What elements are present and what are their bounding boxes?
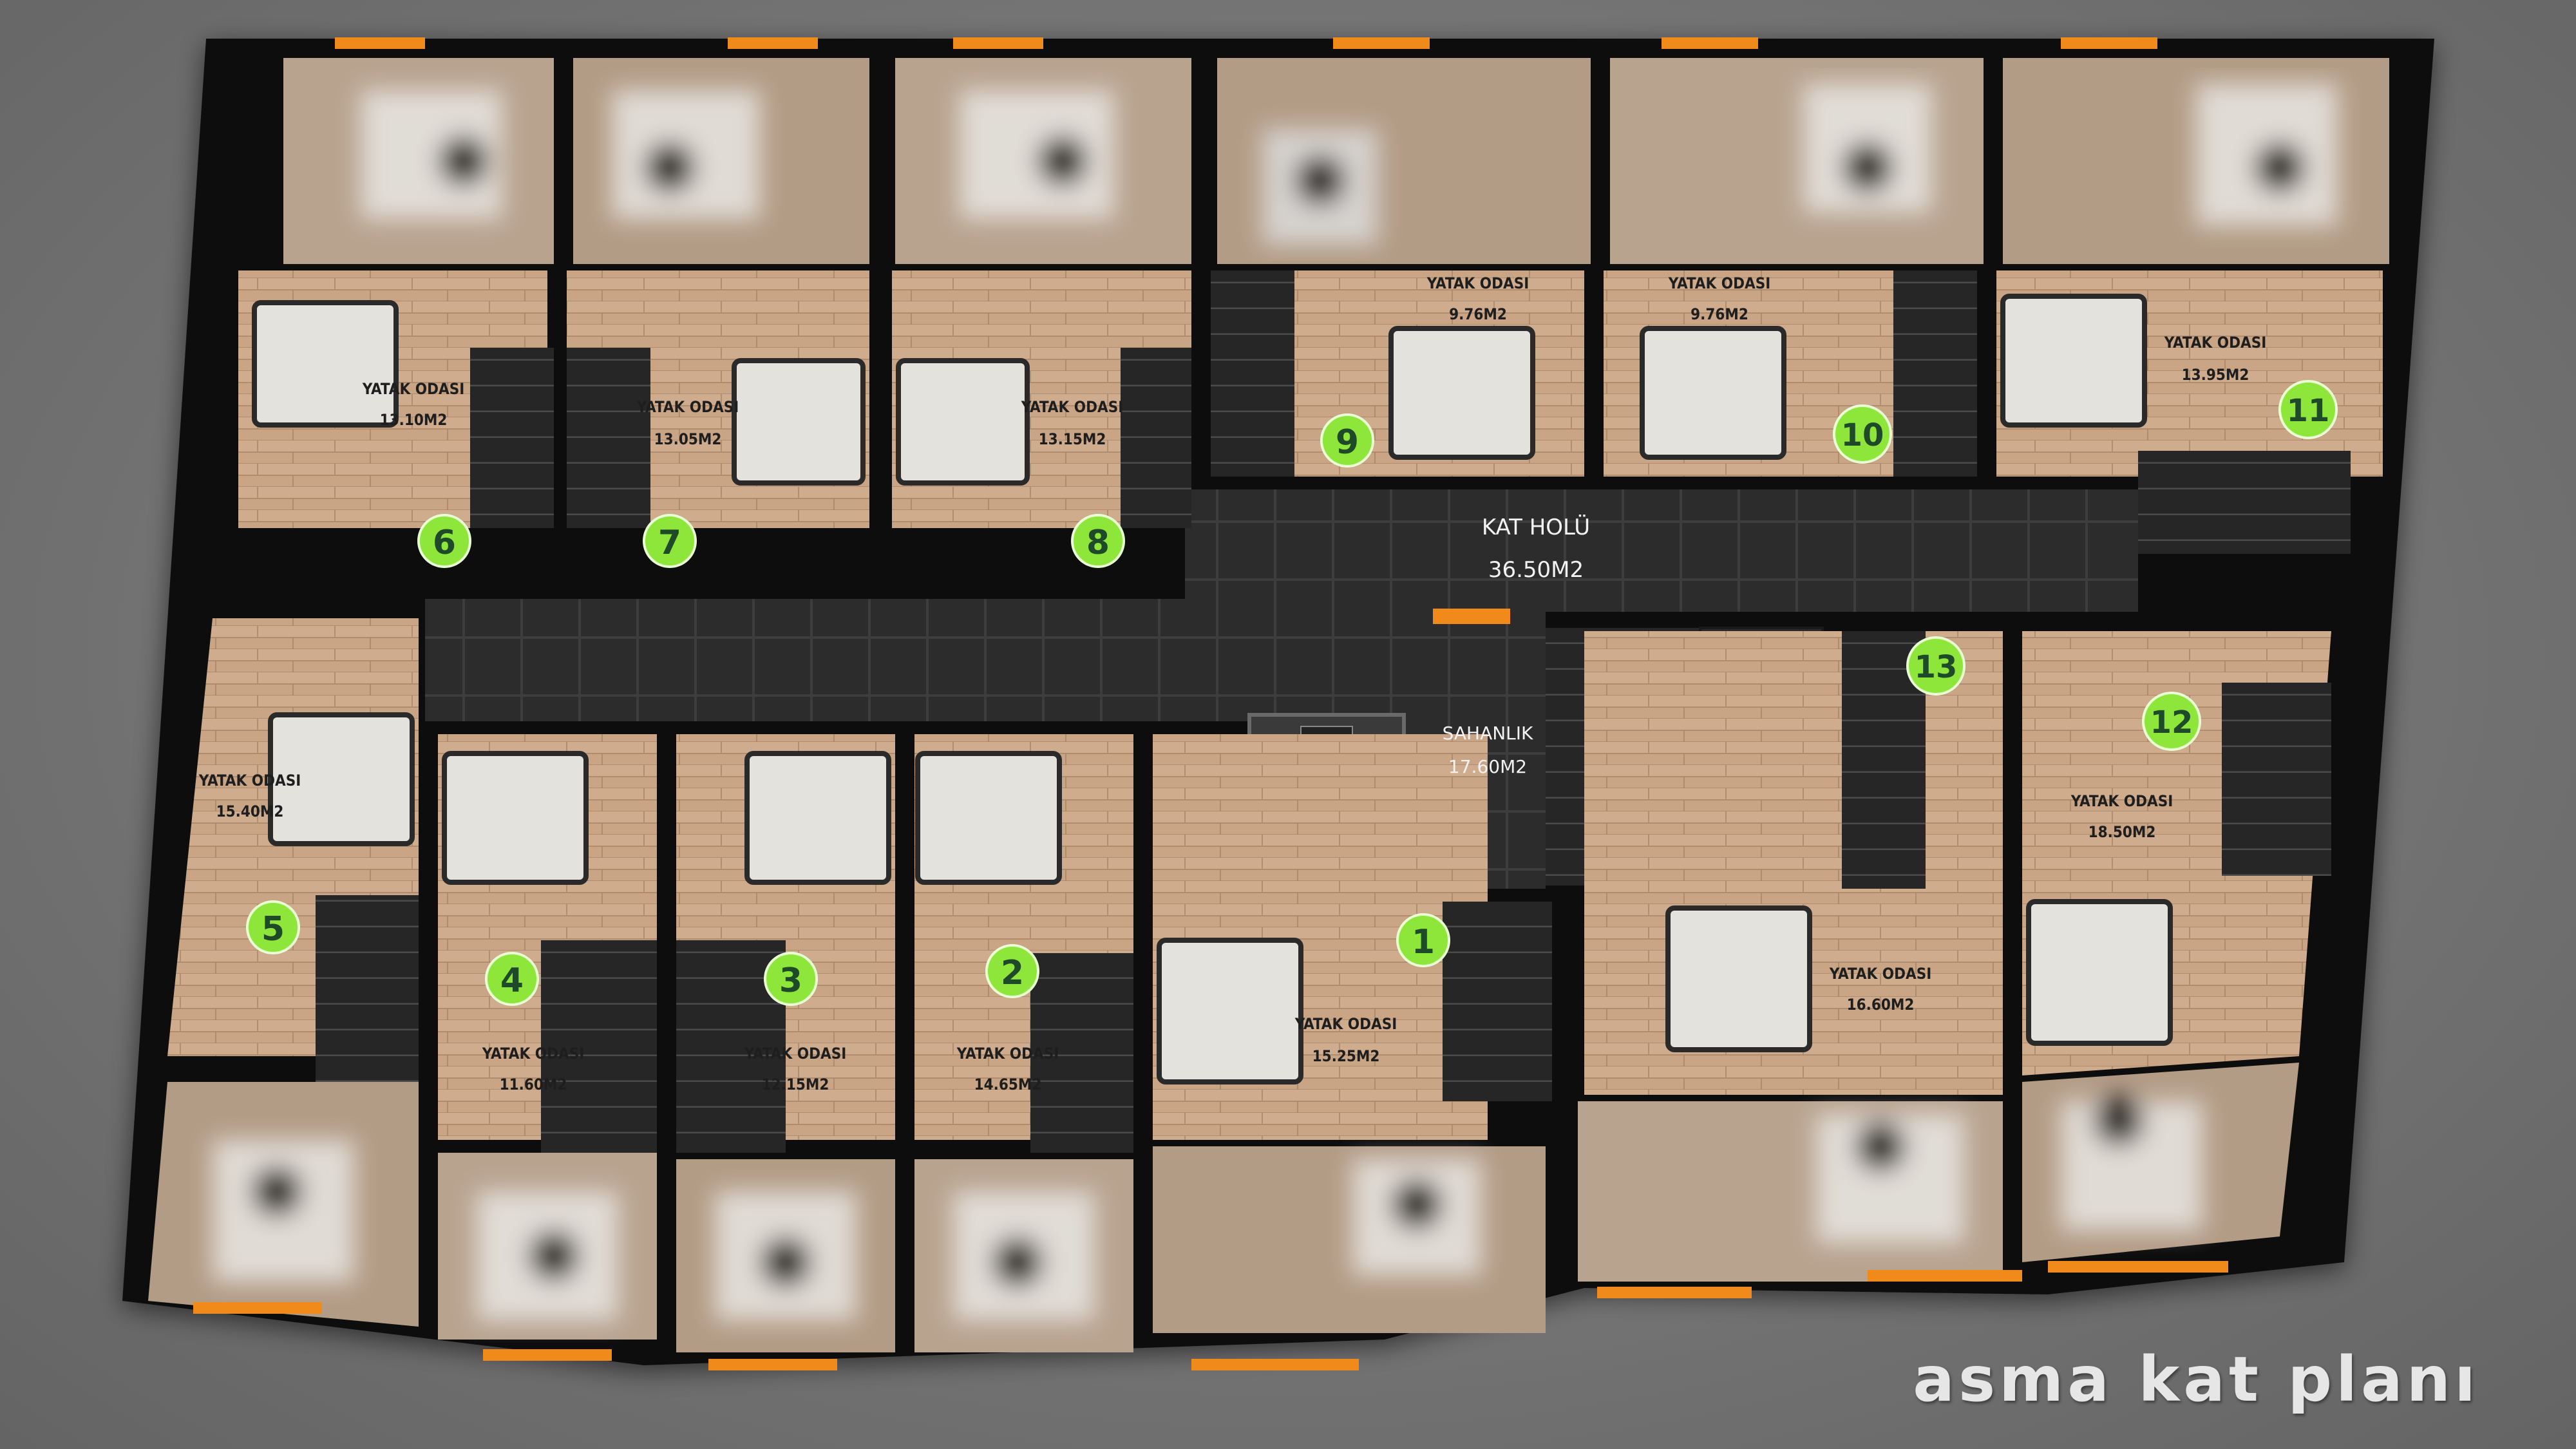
badge-4: 4: [485, 952, 539, 1006]
bed: [915, 751, 1062, 885]
landing-name: SAHANLIK: [1443, 723, 1533, 744]
bed: [442, 751, 589, 885]
beds: [252, 294, 2173, 1084]
bed: [1388, 326, 1535, 460]
room-7-name: YATAK ODASI: [636, 398, 739, 416]
room-13-side-area: 16.60M2: [1847, 996, 1915, 1014]
svg-text:6: 6: [433, 524, 456, 562]
room-4-area: 11.60M2: [500, 1075, 567, 1094]
badge-5: 5: [246, 900, 300, 954]
room-3-area: 12.15M2: [762, 1075, 829, 1094]
hall-name: KAT HOLÜ: [1482, 514, 1590, 540]
badge-12: 12: [2142, 692, 2201, 751]
svg-text:8: 8: [1086, 524, 1110, 562]
bed: [732, 358, 866, 486]
bed: [896, 358, 1030, 486]
room-12-name: YATAK ODASI: [2070, 792, 2174, 810]
landing-window: [1433, 609, 1510, 624]
svg-text:1: 1: [1412, 923, 1435, 961]
room-5-name: YATAK ODASI: [198, 772, 301, 790]
hall-corridor-top: [1185, 489, 2138, 612]
room-6-name: YATAK ODASI: [362, 380, 465, 398]
room-13-side-name: YATAK ODASI: [1829, 965, 1932, 983]
bed: [1157, 938, 1303, 1084]
windows: [193, 37, 2228, 1370]
bed: [2026, 899, 2173, 1046]
room-11-name: YATAK ODASI: [2164, 334, 2267, 352]
svg-text:11: 11: [2287, 393, 2330, 429]
badge-8: 8: [1071, 514, 1125, 568]
private-stairs: [316, 270, 2351, 1153]
room-labels: YATAK ODASI 13.10M2 YATAK ODASI 13.05M2 …: [198, 274, 2267, 1094]
room-8-name: YATAK ODASI: [1021, 398, 1124, 416]
badge-3: 3: [764, 952, 818, 1006]
badge-13: 13: [1906, 636, 1965, 696]
room-number-badges: 1 2 3 4 5 6 7 8 9 10 11 12 13: [246, 380, 2338, 1006]
hall-corridor-mid: [425, 599, 1417, 721]
bed: [744, 751, 891, 885]
bed: [1665, 905, 1812, 1052]
bed: [268, 712, 415, 846]
room-1-area: 15.25M2: [1312, 1047, 1380, 1065]
room-1-name: YATAK ODASI: [1294, 1015, 1397, 1033]
badge-10: 10: [1833, 404, 1892, 464]
svg-text:4: 4: [500, 961, 524, 1000]
landing-area-text: 17.60M2: [1448, 756, 1527, 777]
room-10-area: 9.76M2: [1690, 305, 1748, 323]
badge-11: 11: [2278, 380, 2338, 439]
room-12-area: 18.50M2: [2088, 823, 2156, 841]
room-4-name: YATAK ODASI: [482, 1045, 585, 1063]
svg-text:3: 3: [779, 961, 802, 1000]
bed: [252, 300, 399, 428]
room-2-area: 14.65M2: [974, 1075, 1042, 1094]
room-7-area: 13.05M2: [654, 430, 722, 448]
svg-text:9: 9: [1336, 423, 1359, 462]
svg-text:10: 10: [1841, 417, 1884, 453]
unit-bottom-5: [1153, 1146, 1546, 1333]
bed: [1640, 326, 1786, 460]
room-2-name: YATAK ODASI: [956, 1045, 1059, 1063]
svg-text:12: 12: [2150, 705, 2193, 741]
room-8-area: 13.15M2: [1039, 430, 1106, 448]
room-9-name: YATAK ODASI: [1426, 274, 1530, 292]
room-11-area: 13.95M2: [2182, 366, 2249, 384]
badge-2: 2: [985, 944, 1039, 998]
bed: [2000, 294, 2147, 428]
top-units-blurred: [283, 58, 2389, 264]
room-3-name: YATAK ODASI: [744, 1045, 847, 1063]
svg-text:2: 2: [1001, 954, 1024, 992]
badge-9: 9: [1320, 413, 1374, 468]
svg-text:5: 5: [261, 910, 285, 949]
svg-text:13: 13: [1915, 649, 1958, 685]
badge-1: 1: [1396, 913, 1450, 967]
room-6-area: 13.10M2: [380, 411, 448, 429]
room-10-name: YATAK ODASI: [1668, 274, 1771, 292]
badge-6: 6: [417, 514, 471, 568]
room-5-area: 15.40M2: [216, 802, 284, 820]
svg-text:7: 7: [658, 524, 681, 562]
plan-title: asma kat planı: [1913, 1343, 2479, 1416]
bottom-units-blurred: [148, 1063, 2299, 1352]
badge-7: 7: [643, 514, 697, 568]
room-9-area: 9.76M2: [1449, 305, 1507, 323]
hall-area: 36.50M2: [1488, 557, 1584, 583]
